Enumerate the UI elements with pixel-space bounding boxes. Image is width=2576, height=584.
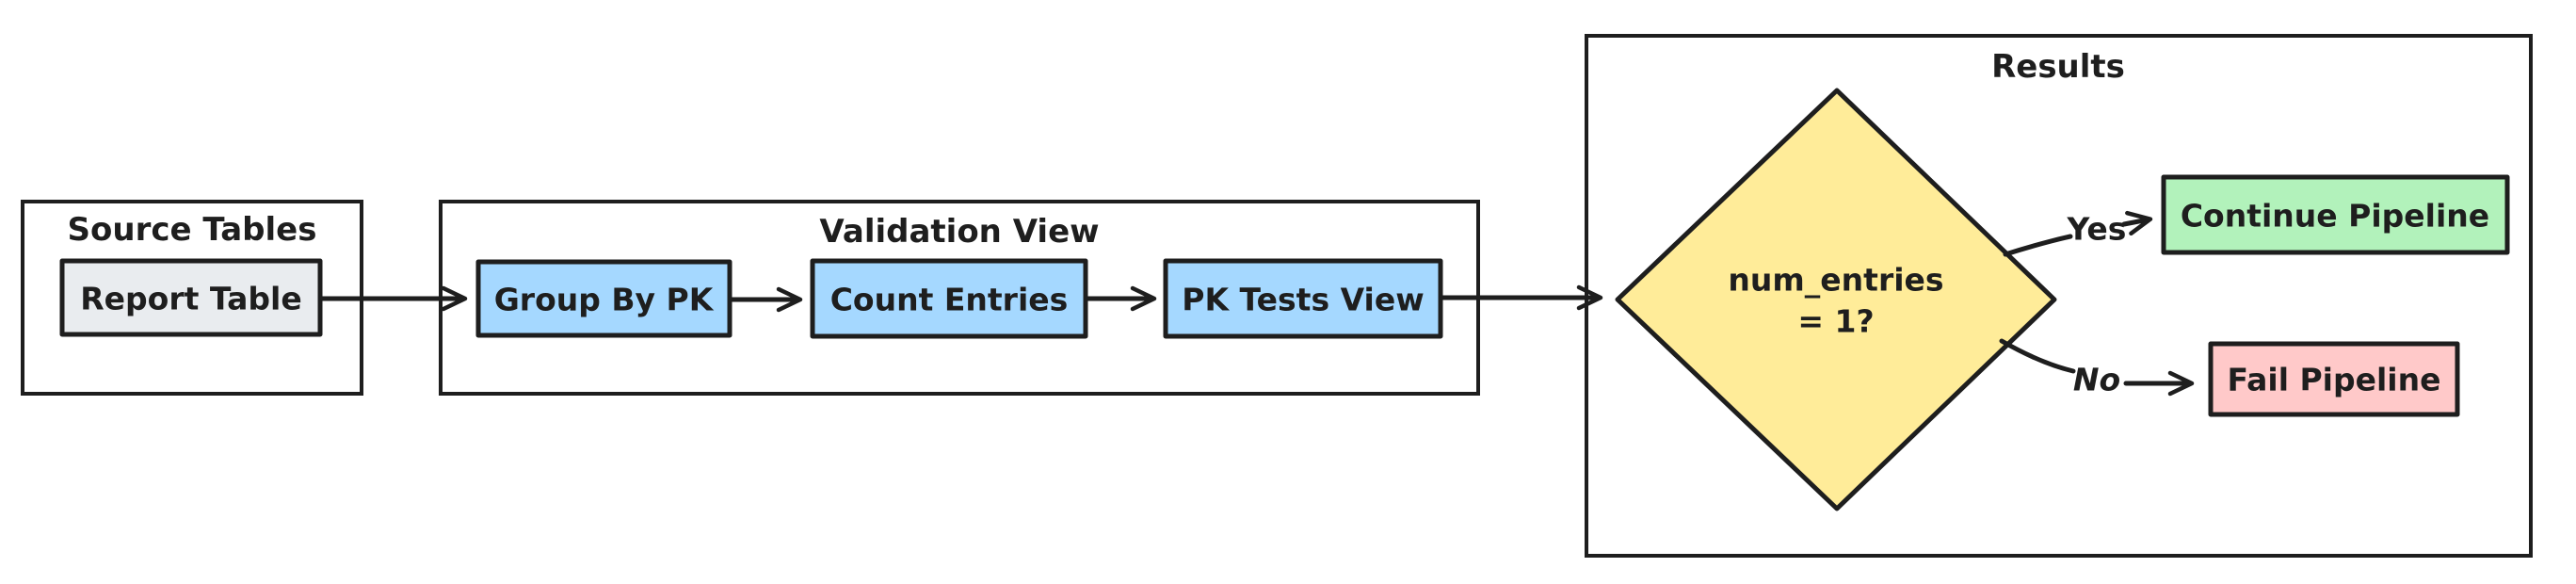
group-by-pk-label: Group By PK [494,282,715,318]
pk-tests-view-label: PK Tests View [1182,282,1424,318]
node-report-table: Report Table [59,258,323,337]
validation-view-group: Validation View Group By PK Count Entrie… [439,200,1480,396]
node-group-by-pk: Group By PK [475,259,733,338]
edge-yes-label: Yes [2067,211,2127,248]
decision-label-line1: num_entries [1728,262,1943,299]
node-count-entries: Count Entries [810,258,1088,339]
decision-diamond [1615,88,2057,511]
fail-pipeline-box [2208,341,2460,417]
node-continue-pipeline: Continue Pipeline [2161,174,2510,255]
count-entries-box [810,258,1088,339]
continue-pipeline-box [2161,174,2510,255]
report-table-box [59,258,323,337]
results-group: Results num_entries = 1? Continue Pipeli… [1585,34,2533,558]
continue-pipeline-label: Continue Pipeline [2181,198,2489,235]
node-fail-pipeline: Fail Pipeline [2208,341,2460,417]
count-entries-label: Count Entries [830,282,1069,318]
report-table-label: Report Table [80,281,301,317]
validation-view-title: Validation View [819,213,1099,251]
node-decision-diamond: num_entries = 1? [1615,88,2057,511]
pk-tests-view-box [1163,258,1443,339]
source-tables-group: Source Tables Report Table [21,200,363,396]
decision-label-line2: = 1? [1797,303,1874,340]
edge-no-line [1999,338,2076,374]
edge-no-label: No [2073,362,2120,398]
node-pk-tests-view: PK Tests View [1163,258,1443,339]
source-tables-title: Source Tables [68,211,317,249]
edge-yes-arrow [2121,210,2153,236]
results-title: Results [1991,48,2125,86]
edge-yes-line [2003,234,2073,257]
fail-pipeline-label: Fail Pipeline [2228,362,2441,398]
